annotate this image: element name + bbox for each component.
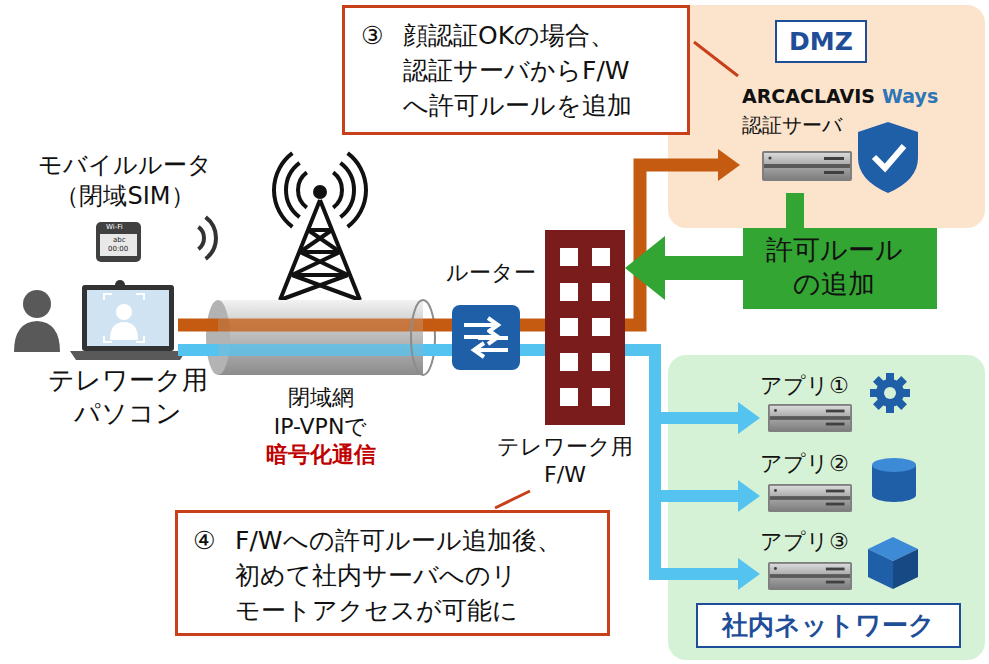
app-label: アプリ③ — [760, 528, 849, 556]
radio-waves — [198, 217, 216, 259]
device-label: ルーター — [446, 259, 536, 287]
cube-icon — [868, 537, 918, 589]
dmz-ground — [668, 5, 985, 228]
callout-number: ③ — [361, 18, 383, 53]
app-server: アプリ② — [760, 450, 955, 518]
server-label: 認証サーバ — [742, 113, 842, 138]
connector-arrow — [625, 350, 760, 434]
radio-tower — [274, 153, 366, 300]
callout-box: ④ F/Wへの許可ルール追加後、 初めて社内サーバへのリ モートアクセスが可能に — [175, 510, 610, 636]
region-label: DMZ — [775, 20, 867, 63]
connector-arrow — [625, 149, 740, 325]
vpn-network: 閉域網 IP-VPNで暗号化通信 — [218, 300, 423, 375]
connector-arrow — [423, 350, 452, 351]
callout-box: ③ 顔認証OKの場合、 認証サーバからF/W へ許可ルールを追加 — [342, 5, 690, 135]
screen-text: abc — [113, 237, 126, 244]
dmz-region: DMZ ARCACLAVIS Ways 認証サーバ — [668, 5, 985, 228]
device-label: モバイルルータ （閉域SIM） — [15, 150, 235, 212]
network-label: 閉域網 IP-VPNで — [198, 384, 443, 441]
server-icon — [762, 151, 852, 181]
server-icon — [768, 404, 852, 432]
app-server: アプリ① — [760, 372, 955, 440]
product-name: Ways — [882, 85, 938, 109]
app-server: アプリ③ — [760, 528, 955, 596]
connector-arrow — [178, 350, 218, 351]
connector-arrow — [423, 325, 452, 326]
app-label: アプリ① — [760, 372, 849, 400]
telework-pc: テレワーク用 パソコン — [78, 282, 178, 358]
app-label: アプリ② — [760, 450, 849, 478]
product-name: ARCACLAVIS — [742, 85, 875, 109]
lan-region: 社内ネットワーク アプリ① アプリ② アプリ③ — [668, 355, 985, 660]
router: ルーター — [452, 305, 520, 370]
connector-arrow — [625, 350, 760, 512]
lan-ground — [668, 355, 985, 660]
vpn-pipe — [206, 300, 435, 375]
callout-number: ④ — [193, 523, 215, 558]
connector-arrow — [625, 350, 760, 590]
laptop-icon — [70, 280, 186, 360]
connector-arrow — [520, 350, 545, 351]
firewall-building — [545, 230, 625, 425]
leader-line — [694, 42, 738, 76]
leader-line — [495, 491, 530, 508]
device-label: テレワーク用 パソコン — [23, 364, 233, 429]
firewall: テレワーク用 F/W — [545, 230, 625, 425]
rule-label: 許可ルール の追加 — [743, 233, 925, 301]
region-label: 社内ネットワーク — [696, 603, 961, 648]
network-label: 暗号化通信 — [198, 441, 443, 470]
mobile-router-icon — [96, 222, 141, 262]
connector-arrow — [625, 236, 743, 300]
screen-text: Wi-Fi — [106, 224, 123, 231]
server-icon — [768, 484, 852, 512]
device-label: テレワーク用 F/W — [455, 433, 675, 488]
gear-icon — [870, 373, 910, 413]
connector-arrow — [520, 325, 545, 326]
screen-text: 00:00 — [108, 246, 128, 253]
callout-text: F/Wへの許可ルール追加後、 初めて社内サーバへのリ モートアクセスが可能に — [235, 523, 562, 628]
server-icon — [768, 562, 852, 590]
person-icon — [14, 290, 60, 352]
auth-server: ARCACLAVIS Ways 認証サーバ — [740, 85, 960, 193]
connector-arrow — [795, 193, 796, 228]
database-icon — [872, 458, 916, 502]
connector-arrow — [178, 325, 218, 326]
router-arrows — [452, 305, 520, 370]
shield-icon — [858, 122, 918, 193]
rule-box: 許可ルール の追加 — [743, 228, 937, 309]
callout-text: 顔認証OKの場合、 認証サーバからF/W へ許可ルールを追加 — [403, 18, 632, 123]
